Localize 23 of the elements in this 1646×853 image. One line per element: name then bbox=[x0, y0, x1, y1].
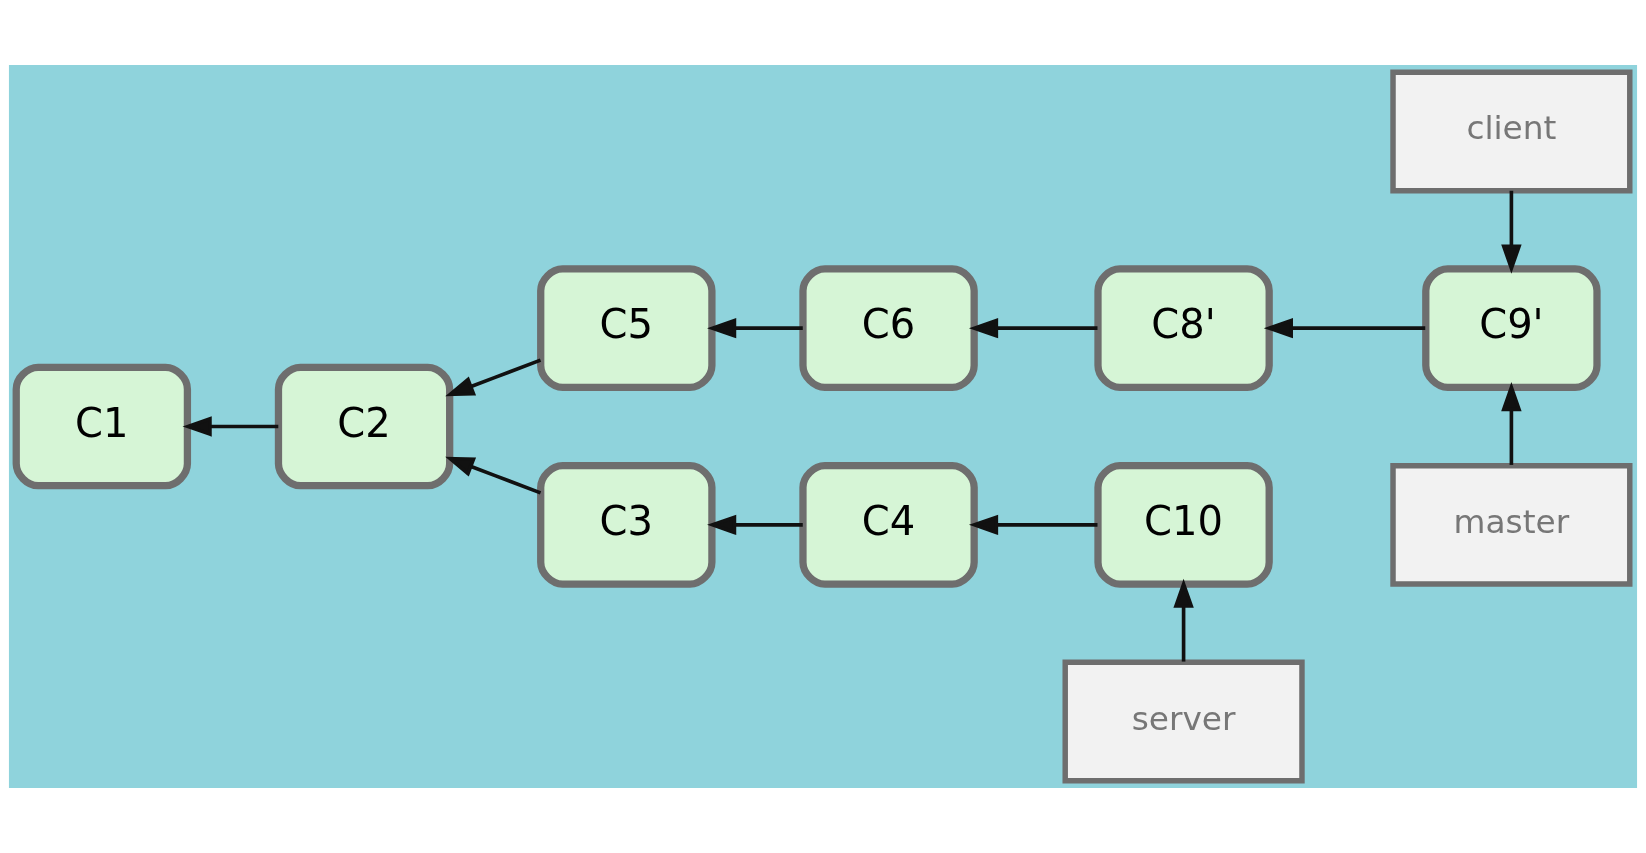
node-box: client bbox=[1390, 69, 1633, 194]
arrow bbox=[1263, 317, 1426, 339]
arrow bbox=[968, 514, 1098, 536]
arrow bbox=[1501, 190, 1522, 274]
node-box: C10 bbox=[1094, 462, 1273, 588]
arrow bbox=[1501, 381, 1522, 465]
node-box: C9' bbox=[1422, 265, 1601, 391]
arrow bbox=[707, 514, 803, 536]
node-box: C8' bbox=[1094, 265, 1273, 391]
node-box: C3 bbox=[537, 462, 716, 588]
node-box: C1 bbox=[12, 363, 192, 490]
node-box: server bbox=[1062, 659, 1305, 784]
node-box: C6 bbox=[799, 265, 978, 391]
arrow bbox=[182, 416, 279, 437]
node-box: C5 bbox=[537, 265, 716, 391]
node-box: C2 bbox=[274, 363, 454, 490]
arrow bbox=[445, 358, 542, 397]
arrow bbox=[445, 456, 542, 495]
node-box: master bbox=[1390, 462, 1633, 587]
arrow bbox=[968, 317, 1098, 339]
arrow bbox=[707, 317, 803, 339]
node-box: C4 bbox=[799, 462, 978, 588]
arrow bbox=[1173, 578, 1194, 662]
